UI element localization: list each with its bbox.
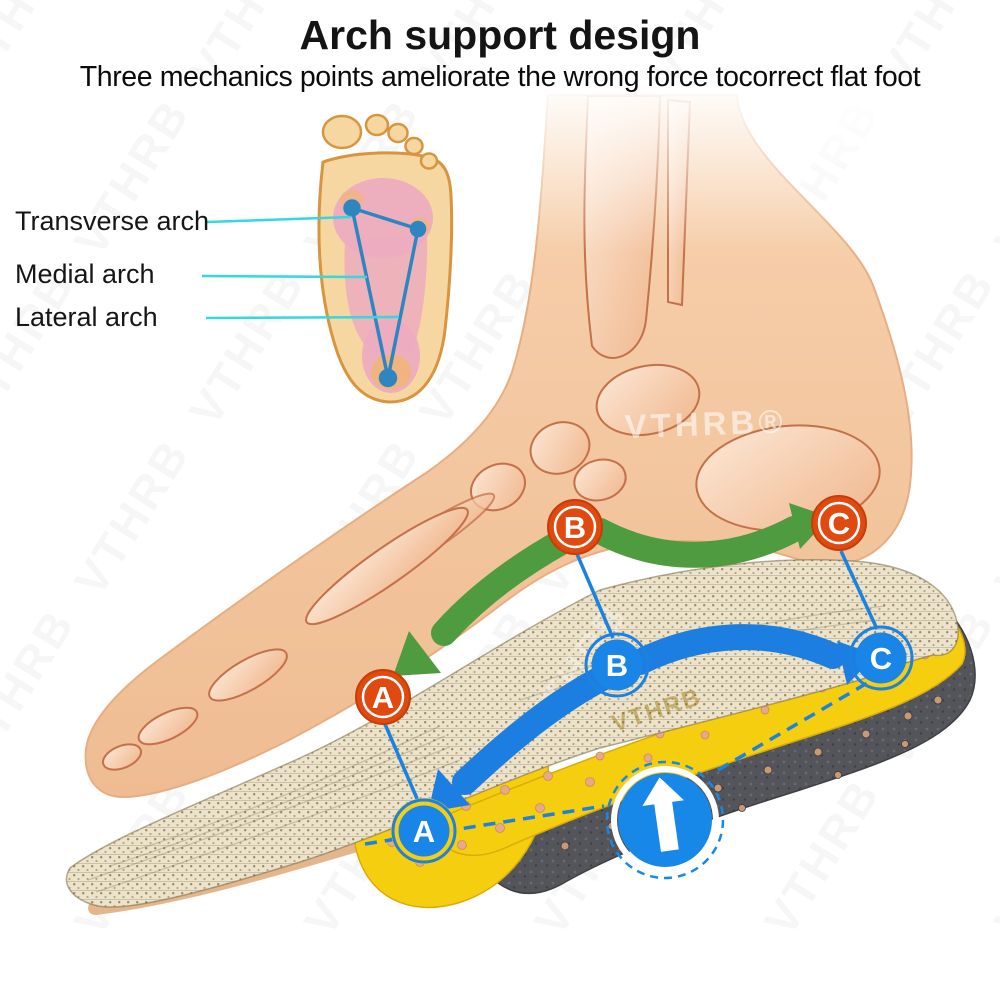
- marker-skeleton-c: C: [811, 495, 867, 551]
- support-direction-badge: [605, 760, 725, 880]
- leg-top-fade: [470, 88, 930, 253]
- leader-lines: [201, 215, 400, 320]
- blue-arrowhead-to-a: [428, 769, 470, 812]
- label-medial-arch: Medial arch: [15, 259, 155, 289]
- marker-insole-b: B: [584, 632, 650, 698]
- marker-insole-a: A: [391, 798, 457, 864]
- marker-insole-c: C: [848, 625, 914, 691]
- connector-lines: [383, 550, 879, 802]
- label-lateral-arch: Lateral arch: [15, 302, 158, 332]
- svg-text:C: C: [828, 506, 850, 541]
- green-arrowhead-to-a: [393, 631, 441, 676]
- arch-triangle: [343, 199, 427, 388]
- plantar-toes: [321, 113, 439, 170]
- skeleton-foot-illustration: VTHRB®: [84, 88, 930, 799]
- svg-text:B: B: [606, 648, 628, 683]
- leg-flesh-silhouette: [84, 94, 913, 799]
- heel-brand-watermark: VTHRB®: [624, 402, 787, 445]
- svg-text:C: C: [870, 641, 892, 676]
- plantar-foot-diagram: [201, 113, 454, 404]
- page-subtitle: Three mechanics points ameliorate the wr…: [79, 61, 921, 93]
- force-arrows: [393, 503, 830, 676]
- svg-text:A: A: [372, 680, 394, 715]
- header: Arch support design Three mechanics poin…: [0, 0, 1000, 94]
- marker-skeleton-a: A: [355, 669, 411, 725]
- page-title: Arch support design: [299, 12, 701, 58]
- svg-text:A: A: [413, 814, 435, 849]
- svg-text:B: B: [564, 510, 586, 545]
- marker-skeleton-b: B: [547, 499, 603, 555]
- label-transverse-arch: Transverse arch: [15, 206, 210, 236]
- up-arrow-icon: [642, 777, 684, 852]
